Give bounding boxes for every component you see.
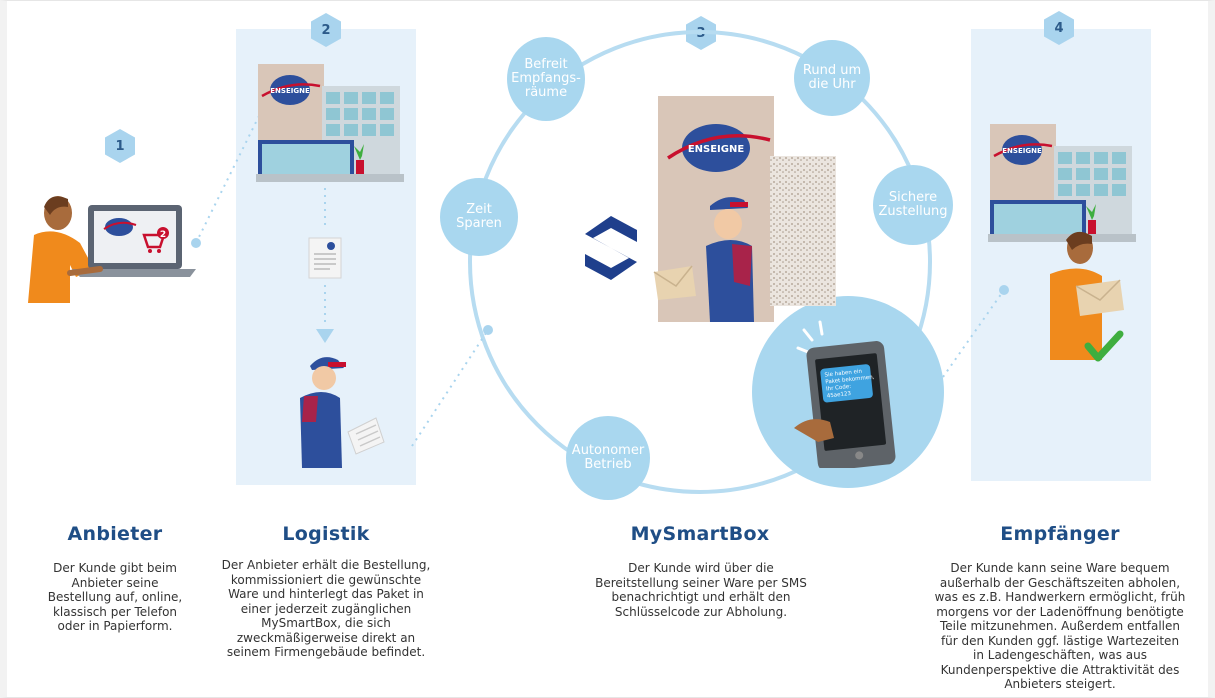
plant-icon bbox=[354, 144, 364, 174]
arrow-down-icon bbox=[316, 329, 334, 343]
person-icon bbox=[28, 196, 94, 303]
store-sign-1: ENSEIGNE bbox=[270, 87, 310, 95]
plant-icon bbox=[1086, 204, 1096, 234]
step-1-badge: 1 bbox=[105, 129, 135, 163]
smartphone-icon: Sie haben ein Paket bekommen, Ihr Code: … bbox=[794, 320, 896, 468]
delivery-worker-1 bbox=[300, 357, 385, 468]
document-icon bbox=[308, 237, 342, 279]
store-building-4: ENSEIGNE bbox=[988, 124, 1136, 242]
logistik-title: Logistik bbox=[282, 523, 370, 545]
mysmartbox-description: Der Kunde wird über die Bereitstellung s… bbox=[595, 561, 807, 619]
svg-text:Sie haben ein Paket bekomm: Sie haben ein Paket bekommen, Ihr Code: … bbox=[824, 367, 878, 399]
anbieter-title: Anbieter bbox=[67, 523, 163, 545]
bubble-zeit-sparen: Zeit Sparen bbox=[440, 178, 518, 256]
mysmartbox-scene: ENSEIGNE bbox=[653, 96, 836, 322]
anbieter-description: Der Kunde gibt beim Anbieter seine Beste… bbox=[47, 561, 183, 633]
store-sign-3: ENSEIGNE bbox=[688, 144, 745, 155]
empfaenger-panel bbox=[971, 29, 1151, 481]
bubble-autonomer-betrieb: Autonomer Betrieb bbox=[566, 416, 650, 500]
anbieter-illustration: 2 bbox=[28, 196, 196, 303]
logistik-description: Der Anbieter erhält die Bestellung, komm… bbox=[221, 558, 431, 659]
package-icon bbox=[1076, 280, 1124, 316]
empfaenger-description: Der Kunde kann seine Ware bequem außerha… bbox=[934, 561, 1186, 691]
store-sign-4: ENSEIGNE bbox=[1002, 147, 1042, 155]
shopping-cart-icon bbox=[142, 233, 166, 253]
bubble-rund-um-die-uhr: Rund um die Uhr bbox=[794, 40, 870, 116]
customer-with-package bbox=[1050, 231, 1124, 362]
laptop-icon bbox=[72, 205, 196, 277]
cart-badge bbox=[157, 227, 169, 239]
bubble-befreit: Befreit Empfangs- räume bbox=[507, 37, 585, 121]
step-4-number: 4 bbox=[1054, 20, 1064, 36]
cart-badge-count: 2 bbox=[160, 230, 166, 240]
empfaenger-title: Empfänger bbox=[1000, 523, 1120, 545]
bubble-sichere-zustellung: Sichere Zustellung bbox=[873, 165, 953, 245]
store-building-1: ENSEIGNE bbox=[256, 64, 404, 182]
mysmartbox-title: MySmartBox bbox=[630, 523, 770, 545]
step-1-number: 1 bbox=[115, 138, 125, 154]
package-icon bbox=[654, 266, 696, 300]
step-2-number: 2 bbox=[321, 22, 331, 38]
mysmartbox-logo-icon bbox=[585, 216, 637, 280]
checkmark-icon bbox=[1084, 330, 1124, 362]
